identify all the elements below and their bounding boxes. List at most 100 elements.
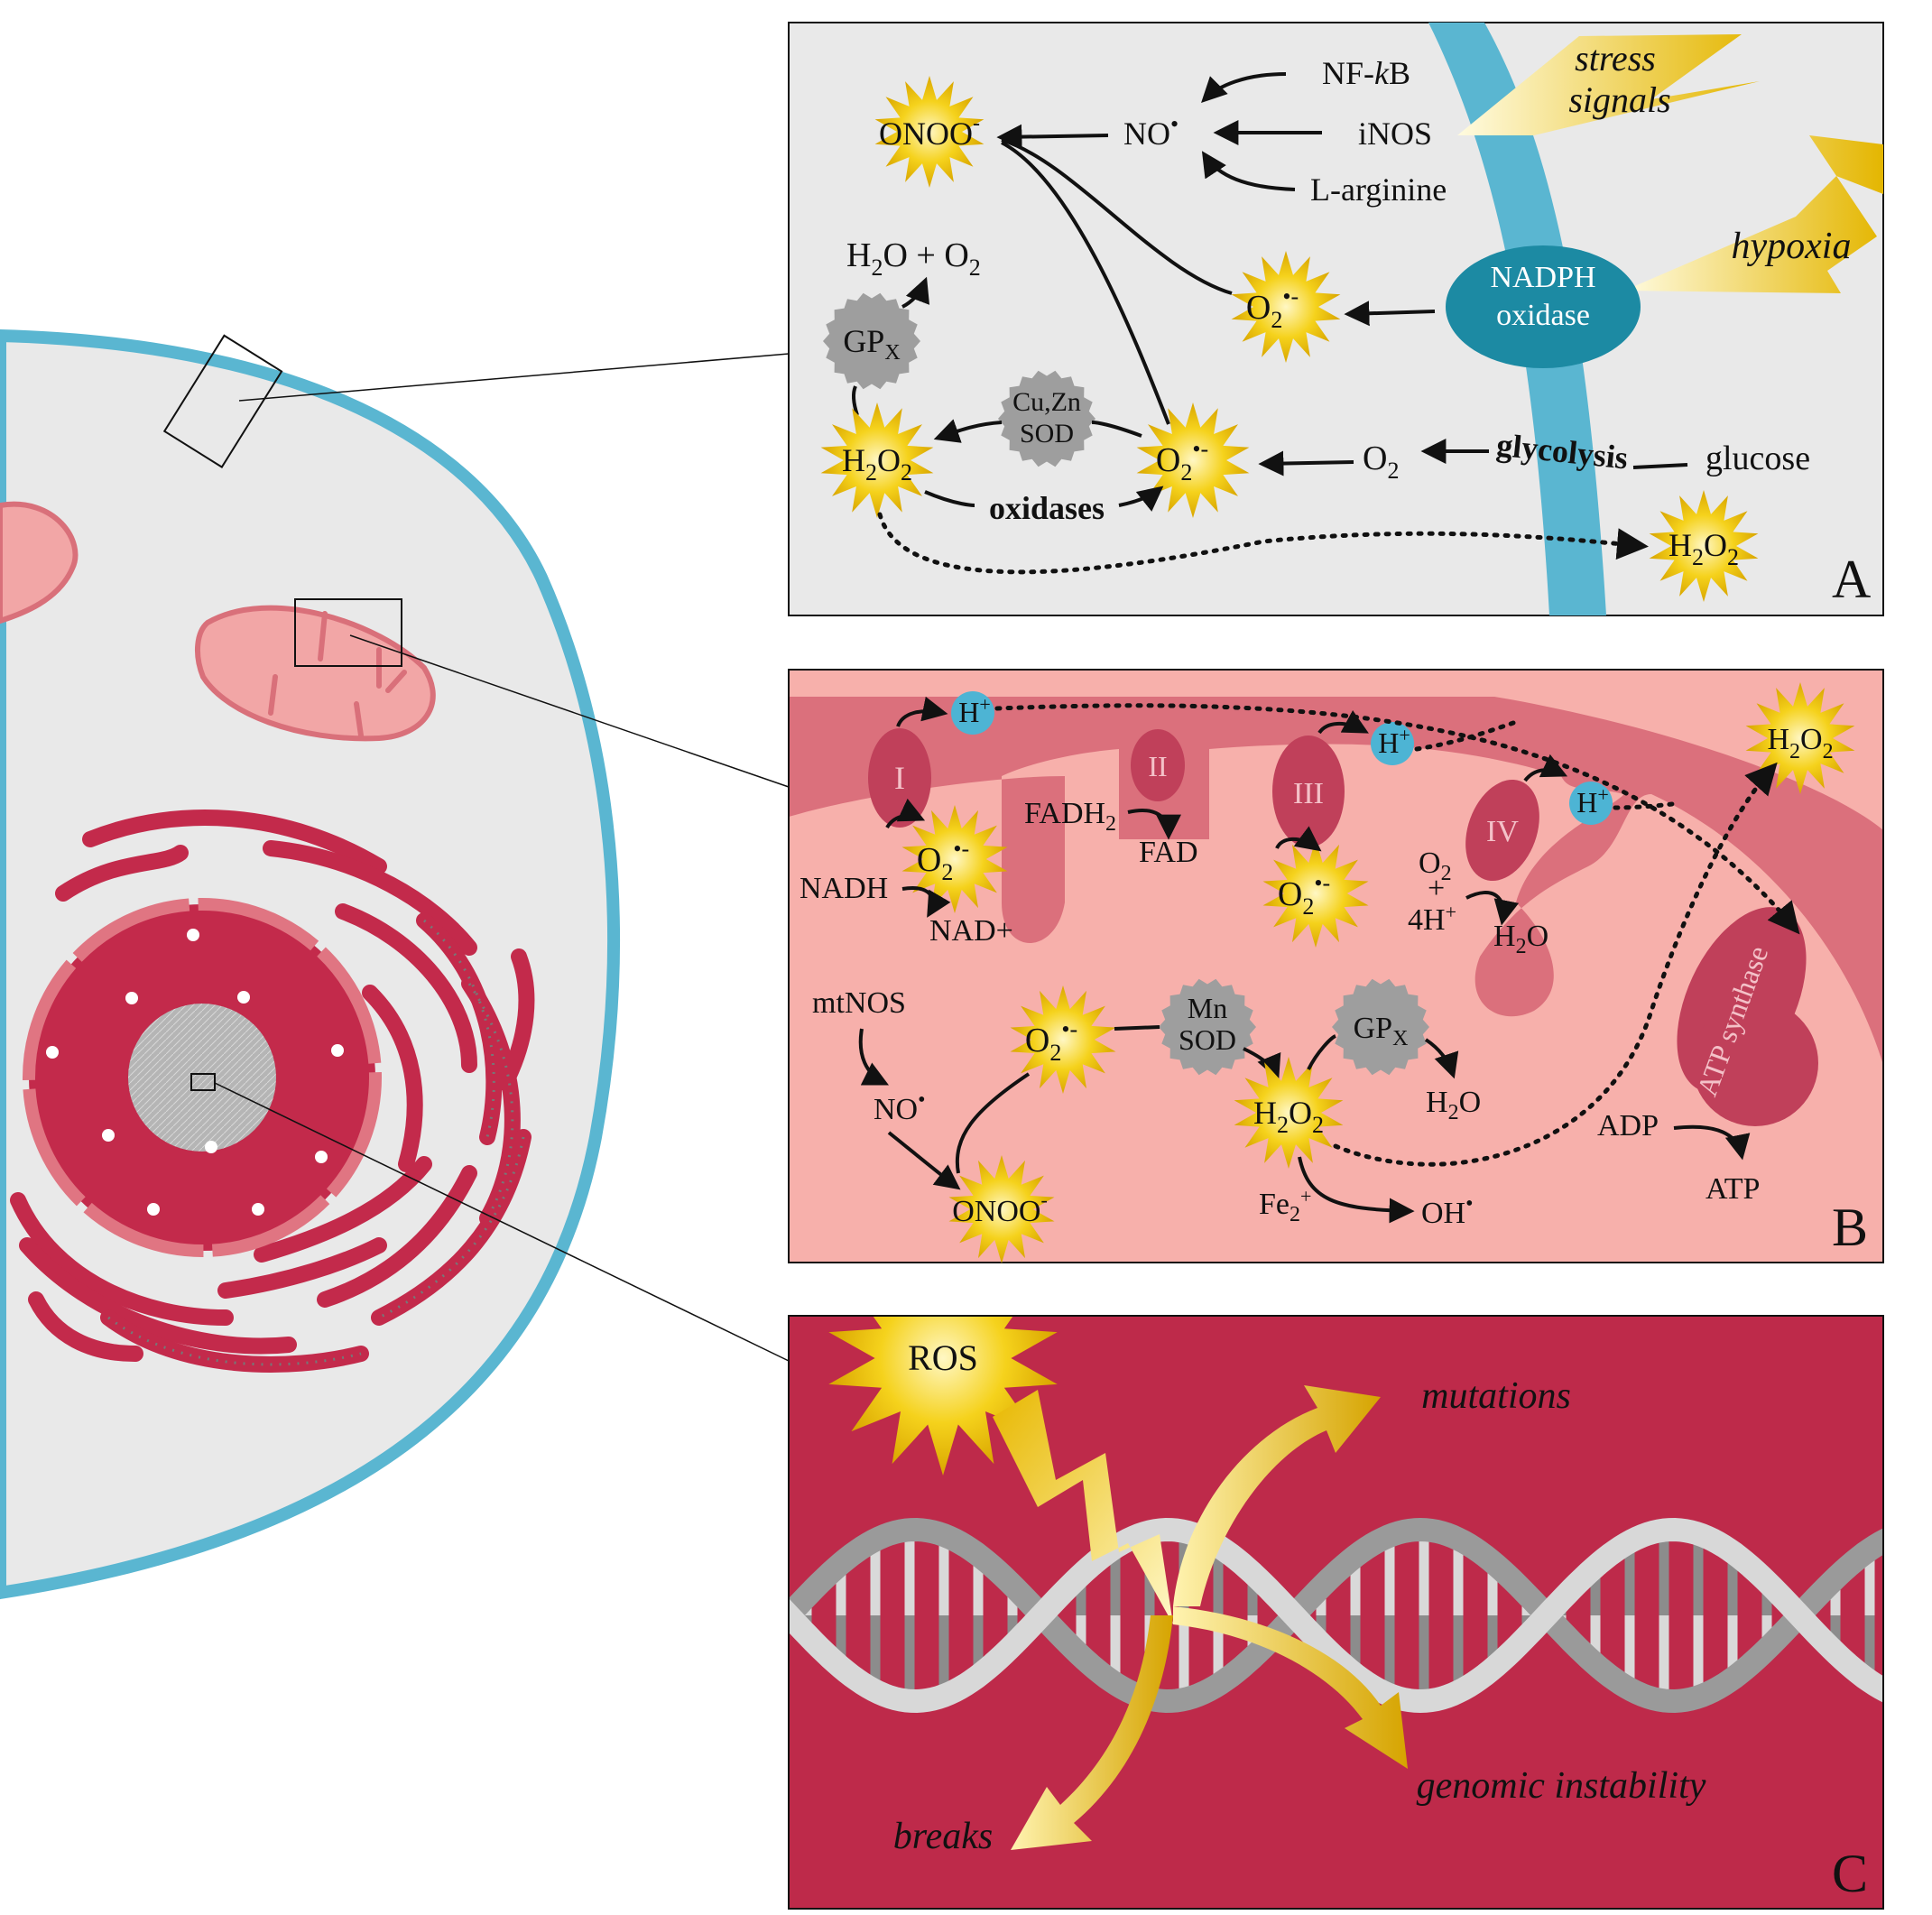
complex-i-label: I <box>894 760 905 796</box>
complex-iii-superoxide-arrow <box>1275 826 1322 852</box>
atp-label: ATP <box>1706 1172 1760 1206</box>
hypoxia-label: hypoxia <box>1732 226 1852 267</box>
complex-iii-label: III <box>1293 777 1324 810</box>
svg-text:H+: H+ <box>958 693 991 728</box>
onoo-burst-b <box>948 1155 1055 1263</box>
mtnos-arrow <box>858 1028 890 1086</box>
complex-iii <box>1272 735 1345 847</box>
mutations-label: mutations <box>1421 1375 1571 1417</box>
complex-iv <box>1465 779 1539 882</box>
oxidases-label: oxidases <box>989 490 1105 526</box>
superoxide-to-onoo-curve-b <box>955 1072 1031 1174</box>
h2o2-to-gpx-line-b <box>1307 1034 1336 1070</box>
stress-signals-bolt <box>1457 34 1760 135</box>
no-source-arrows <box>1201 72 1322 191</box>
ros-burst <box>828 1316 1058 1476</box>
zoom-box-mitochondrion <box>294 598 402 667</box>
sod-arrows <box>924 419 1164 512</box>
nuclear-pores <box>46 929 344 1216</box>
mn-sod-gear <box>1159 978 1256 1076</box>
ros-lightning-bolt <box>993 1390 1173 1624</box>
mn-sod-label-2: SOD <box>1179 1023 1236 1056</box>
proton-dots-2 <box>1414 719 1519 752</box>
o2-label-complex-iv: O2 <box>1419 846 1452 885</box>
fad-label: FAD <box>1139 836 1198 869</box>
nadph-label-1: NADPH <box>1490 261 1595 294</box>
onoo-label-a: ONOO- <box>879 112 980 152</box>
genomic-instability-arrow <box>1173 1606 1408 1769</box>
superoxide-burst-complex-i <box>901 805 1008 913</box>
glucose-line <box>1632 463 1688 469</box>
fadh2-label: FADH2 <box>1024 797 1116 836</box>
gpx-gear-a <box>823 292 920 390</box>
onoo-label-b: ONOO- <box>952 1189 1048 1228</box>
fadh2-arrow <box>1127 809 1181 840</box>
complex-ii <box>1131 729 1185 801</box>
superoxide-burst-matrix <box>1010 985 1116 1094</box>
hplus-ion-3: H+ <box>1569 782 1613 825</box>
h2o2-burst-extracellular <box>1649 490 1759 602</box>
no-to-onoo-arrow-b <box>887 1131 961 1190</box>
nadph-label-2: oxidase <box>1496 299 1590 332</box>
fenton-arrow <box>1298 1156 1415 1224</box>
mn-sod-label-1: Mn <box>1188 992 1227 1024</box>
genomic-instability-label: genomic instability <box>1417 1765 1706 1807</box>
h2o2-to-gpx-line <box>851 385 859 416</box>
dna-strand <box>789 1517 1883 1714</box>
panel-c: ROS mutations genomic instability breaks… <box>788 1315 1884 1910</box>
gpx-label-b: GPX <box>1354 1012 1409 1050</box>
zoom-lines <box>214 353 790 1362</box>
panel-b-letter: B <box>1832 1198 1868 1257</box>
ribosome-dots <box>107 919 525 1366</box>
plasma-membrane-band <box>1428 23 1606 615</box>
plus-label: + <box>1428 872 1445 905</box>
no-to-onoo-arrow <box>996 124 1109 150</box>
superoxide-to-onoo-curves <box>1001 138 1233 425</box>
o2-to-superoxide-arrow <box>1258 450 1354 476</box>
nadh-arrow <box>901 886 951 918</box>
svg-text:H+: H+ <box>1378 724 1410 759</box>
h2o2-mito-export-dotted-arrow <box>1333 762 1778 1167</box>
no-label: NO• <box>1123 111 1179 152</box>
h2o-label-complex-iv: H2O <box>1493 920 1548 958</box>
h2o2-burst-matrix <box>1234 1057 1344 1169</box>
stress-label-2: signals <box>1568 79 1670 120</box>
h2o-o2-label: H2O + O2 <box>846 236 981 281</box>
oh-label: OH• <box>1421 1192 1474 1230</box>
gpx-gear-b <box>1332 978 1429 1076</box>
dna-helix <box>789 1517 1883 1714</box>
zoom-box-membrane <box>162 334 283 468</box>
cuzn-sod-label-2: SOD <box>1020 419 1074 449</box>
ros-label: ROS <box>908 1337 978 1378</box>
nadph-to-superoxide-arrow <box>1344 301 1436 327</box>
gpx-to-h2o-arrow-b <box>1424 1038 1459 1079</box>
nfkb-label: NF-kB <box>1322 55 1410 91</box>
superoxide-burst-glycolysis <box>1136 402 1250 518</box>
hypoxia-bolt <box>1624 135 1883 293</box>
hplus-ion-2: H+ <box>1371 722 1414 765</box>
four-h-label: 4H+ <box>1408 901 1456 937</box>
breaks-label: breaks <box>893 1816 993 1857</box>
gpx-to-h2o-arrow <box>901 276 930 309</box>
superoxide-to-mnsod-line <box>1114 1025 1160 1031</box>
cell <box>0 328 620 1600</box>
complex-ii-label: II <box>1148 750 1167 782</box>
larginine-label: L-arginine <box>1310 171 1447 208</box>
cuzn-sod-gear <box>998 370 1095 467</box>
adp-label: ADP <box>1597 1109 1659 1143</box>
mutations-arrow <box>1173 1385 1381 1606</box>
panel-c-letter: C <box>1832 1844 1868 1903</box>
glucose-label: glucose <box>1706 439 1810 477</box>
mitochondrion-partial <box>0 501 79 624</box>
breaks-arrow <box>1011 1615 1173 1850</box>
inner-mitochondrial-membrane <box>789 670 1883 1065</box>
h2o-label-matrix: H2O <box>1426 1086 1481 1124</box>
adp-to-atp-arrow <box>1673 1124 1751 1161</box>
h2o2-export-dotted-arrow <box>877 512 1649 575</box>
stress-label-1: stress <box>1575 38 1656 79</box>
atp-synthase: ATP synthase <box>1677 907 1818 1126</box>
no-label-b: NO• <box>874 1088 926 1126</box>
proton-gradient-dotted-arrow <box>994 703 1800 935</box>
